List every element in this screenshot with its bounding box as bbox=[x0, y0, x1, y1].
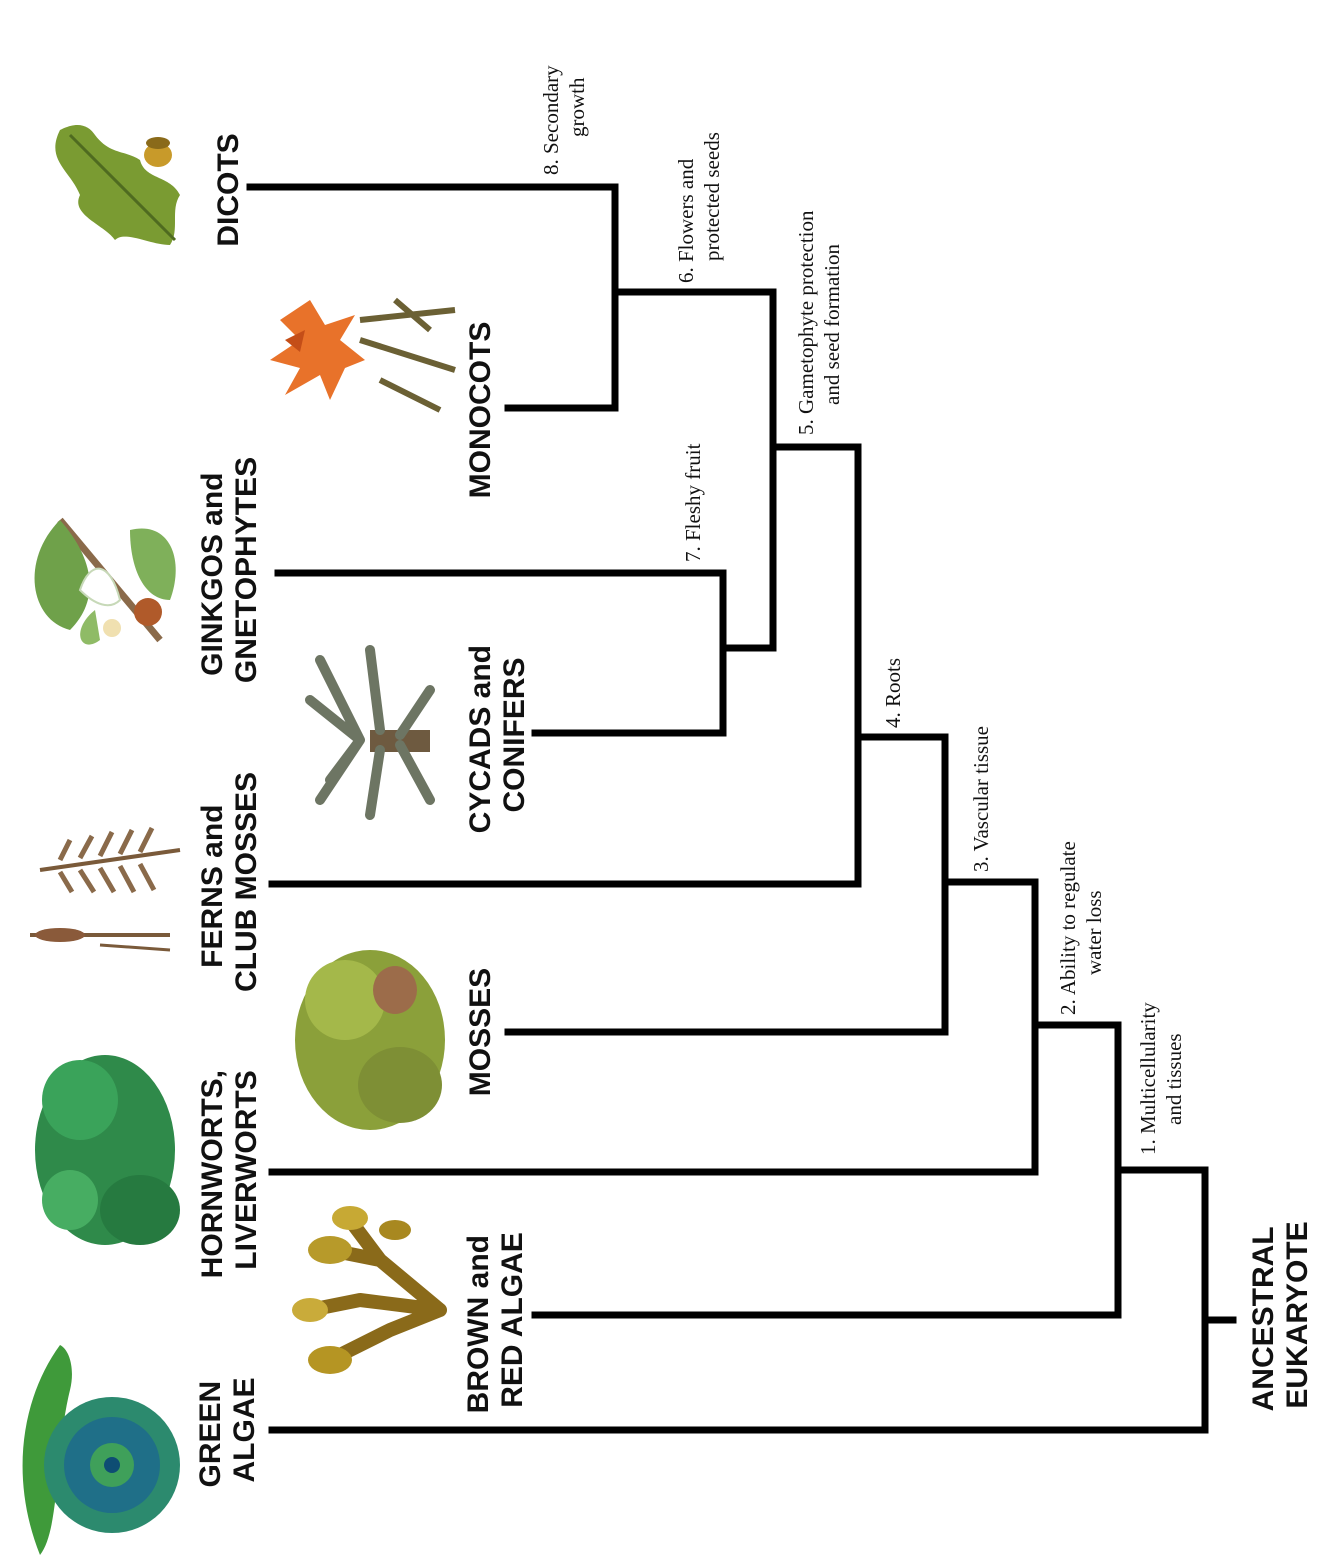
trait-7: 7. Fleshy fruit bbox=[681, 443, 705, 562]
label-green-algae: GREEN ALGAE bbox=[194, 1372, 261, 1487]
trait-1: 1. Multicellularity and tissues bbox=[1136, 997, 1186, 1155]
trait-5-line2: and seed formation bbox=[820, 244, 844, 405]
lily-flower-icon bbox=[270, 300, 455, 410]
trait-4: 4. Roots bbox=[881, 658, 905, 728]
trait-6: 6. Flowers and protected seeds bbox=[674, 132, 724, 283]
trait-1-line2: and tissues bbox=[1162, 1033, 1186, 1125]
label-ginkgos-gnetophytes: GINKGOS and GNETOPHYTES bbox=[196, 457, 263, 683]
liverwort-thallus-icon bbox=[35, 1055, 180, 1245]
label-hornworts-liverworts-line2: LIVERWORTS bbox=[230, 1070, 263, 1269]
trait-2: 2. Ability to regulate water loss bbox=[1056, 836, 1106, 1015]
label-green-algae-line1: GREEN bbox=[194, 1381, 227, 1488]
ginkgo-branch-icon bbox=[35, 520, 176, 645]
trait-2-line2: water loss bbox=[1082, 890, 1106, 975]
label-ferns-club-mosses-line2: CLUB MOSSES bbox=[230, 772, 263, 992]
label-ancestral-eukaryote: ANCESTRAL EUKARYOTE bbox=[1247, 1219, 1314, 1412]
label-ferns-club-mosses-line1: FERNS and bbox=[196, 804, 229, 967]
fern-frond-icon bbox=[30, 828, 180, 950]
trait-5-line1: 5. Gametophyte protection bbox=[794, 210, 818, 435]
trait-8: 8. Secondary growth bbox=[539, 60, 589, 175]
label-brown-red-algae-line1: BROWN and bbox=[462, 1235, 495, 1413]
label-brown-red-algae-line2: RED ALGAE bbox=[496, 1232, 529, 1408]
label-brown-red-algae: BROWN and RED ALGAE bbox=[462, 1227, 529, 1414]
label-ancestral-eukaryote-line1: ANCESTRAL bbox=[1247, 1227, 1280, 1412]
label-ancestral-eukaryote-line2: EUKARYOTE bbox=[1281, 1221, 1314, 1408]
branch-lines bbox=[250, 187, 1233, 1430]
label-dicots: DICOTS bbox=[212, 133, 245, 246]
trait-5: 5. Gametophyte protection and seed forma… bbox=[794, 205, 844, 435]
seaweed-icon bbox=[292, 1206, 440, 1374]
palm-cycad-icon bbox=[310, 650, 430, 815]
moss-clump-icon bbox=[295, 950, 445, 1130]
trait-6-line2: protected seeds bbox=[700, 132, 724, 261]
label-mosses: MOSSES bbox=[464, 968, 497, 1096]
label-hornworts-liverworts: HORNWORTS, LIVERWORTS bbox=[196, 1062, 263, 1279]
desmid-and-diatom-icon bbox=[23, 1345, 180, 1555]
trait-8-line1: 8. Secondary bbox=[539, 65, 563, 175]
label-hornworts-liverworts-line1: HORNWORTS, bbox=[196, 1070, 229, 1278]
trait-8-line2: growth bbox=[565, 77, 589, 137]
label-cycads-conifers: CYCADS and CONIFERS bbox=[464, 637, 531, 834]
trait-1-line1: 1. Multicellularity bbox=[1136, 1002, 1160, 1155]
label-monocots: MONOCOTS bbox=[464, 322, 497, 499]
trait-2-line1: 2. Ability to regulate bbox=[1056, 841, 1080, 1015]
trait-6-line1: 6. Flowers and bbox=[674, 158, 698, 283]
label-cycads-conifers-line1: CYCADS and bbox=[464, 645, 497, 833]
label-ginkgos-gnetophytes-line2: GNETOPHYTES bbox=[230, 457, 263, 683]
label-cycads-conifers-line2: CONIFERS bbox=[498, 657, 531, 812]
label-ginkgos-gnetophytes-line1: GINKGOS and bbox=[196, 472, 229, 675]
trait-3: 3. Vascular tissue bbox=[969, 726, 993, 872]
label-ferns-club-mosses: FERNS and CLUB MOSSES bbox=[196, 772, 263, 992]
oak-leaf-icon bbox=[55, 125, 180, 245]
label-green-algae-line2: ALGAE bbox=[228, 1378, 261, 1483]
